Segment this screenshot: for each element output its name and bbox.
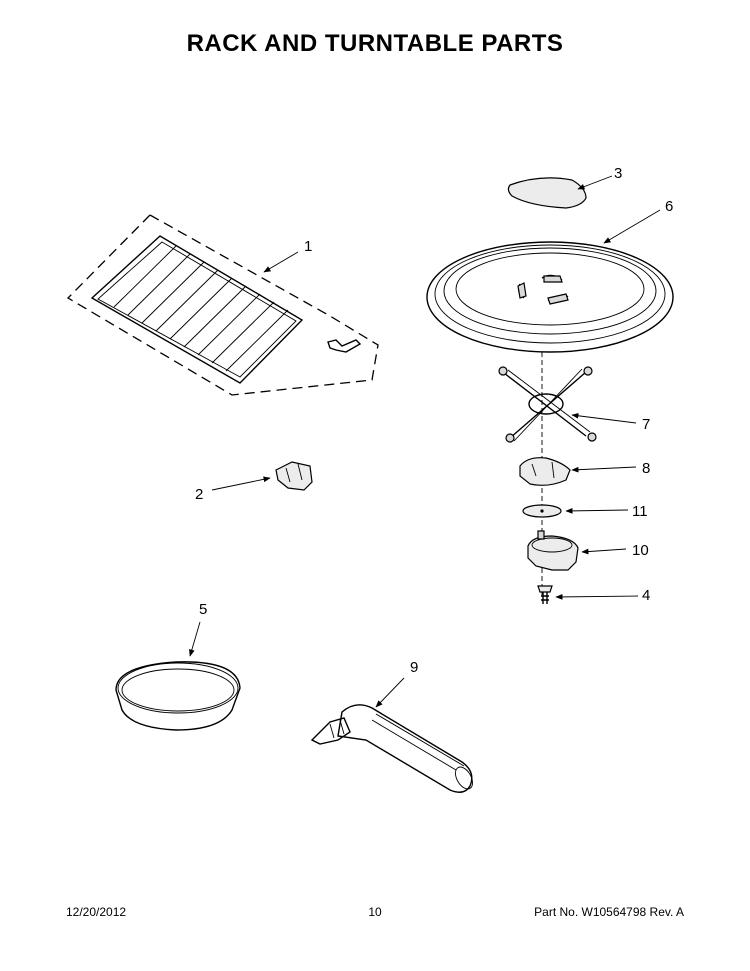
leader-lines [189, 175, 661, 708]
roller-wheel [498, 366, 508, 376]
turntable-outer-rim [426, 241, 674, 353]
leader-coupler [571, 466, 637, 473]
rack-wires [113, 245, 289, 372]
callout-roller-guide: 7 [642, 416, 650, 433]
rack-kit-outline-top [149, 214, 331, 317]
callout-rack: 1 [304, 238, 312, 255]
screw-part[interactable] [537, 585, 553, 604]
callout-screw: 4 [642, 587, 650, 604]
callout-tray-cover: 3 [614, 165, 622, 182]
leader-screw [555, 594, 639, 600]
leader-tray-cover [577, 175, 613, 190]
rack-support-body [275, 461, 313, 491]
leader-rack-support [211, 476, 271, 491]
screw-head [537, 585, 553, 593]
washer-part[interactable] [522, 504, 562, 518]
pan-body [115, 661, 241, 731]
callout-washer: 11 [632, 503, 648, 520]
tray-cover-body [507, 177, 587, 209]
leader-rack [263, 251, 299, 273]
rack-clip [327, 339, 362, 353]
glass-turntable-part[interactable] [426, 241, 674, 353]
handle-part[interactable] [310, 704, 476, 793]
pan-part[interactable] [115, 661, 241, 731]
callout-numbers: 1 2 3 6 7 8 11 10 4 5 9 [195, 165, 673, 676]
roller-wheel [583, 366, 593, 376]
footer-page-number: 10 [368, 905, 382, 919]
handle-body [337, 704, 473, 793]
tray-cover-part[interactable] [507, 177, 587, 209]
leader-handle [375, 677, 405, 708]
motor-part[interactable] [527, 530, 579, 571]
motor-shaft [537, 530, 545, 540]
footer-part-number: Part No. W10564798 Rev. A [534, 905, 684, 919]
roller-guide-part[interactable] [498, 366, 597, 443]
roller-guide-ring [528, 393, 564, 415]
callout-handle: 9 [410, 659, 418, 676]
callout-pan: 5 [199, 601, 207, 618]
callout-coupler: 8 [642, 460, 650, 477]
rack-part[interactable] [66, 214, 379, 396]
callout-glass-tray: 6 [665, 198, 673, 215]
footer-date: 12/20/2012 [66, 905, 127, 919]
leader-pan [189, 621, 201, 657]
page-title: RACK AND TURNTABLE PARTS [186, 30, 564, 57]
leader-washer [565, 508, 629, 514]
handle-bracket [310, 717, 351, 745]
callout-rack-support: 2 [195, 486, 203, 503]
rack-kit-outline [66, 214, 379, 396]
roller-wheel [587, 432, 597, 442]
motor-body [527, 535, 579, 571]
roller-wheel [505, 433, 515, 443]
rack-frame [90, 235, 304, 384]
callout-motor: 10 [632, 542, 649, 559]
leader-glass-tray [603, 209, 661, 244]
coupler-body [519, 457, 571, 486]
leader-roller-guide [571, 412, 637, 424]
coupler-part[interactable] [519, 457, 571, 486]
rack-support-part[interactable] [275, 461, 313, 491]
leader-motor [581, 548, 627, 555]
